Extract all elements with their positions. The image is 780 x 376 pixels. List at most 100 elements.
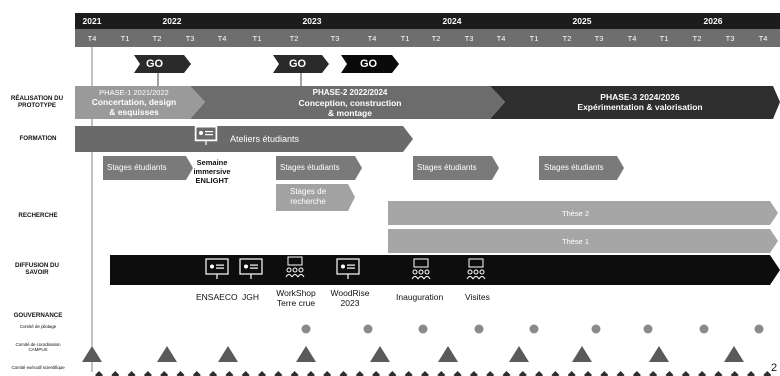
phase-2-label: PHASE-2 2022/2024 Conception, constructi… [270, 88, 430, 118]
diffusion-arrow [110, 255, 780, 285]
coordination-marker [509, 346, 529, 362]
semaine-line-3: ENLIGHT [195, 176, 229, 185]
scientifique-marker [632, 371, 641, 376]
formation-arrow [75, 126, 413, 152]
year-label: 2023 [302, 16, 322, 26]
scientifique-marker [372, 371, 381, 376]
event-jgh: JGH [242, 292, 259, 302]
event-visites: Visites [465, 292, 490, 302]
phase-1-arrow [75, 86, 205, 119]
scientifique-marker [649, 371, 658, 376]
quarter-label: T2 [289, 34, 299, 43]
stage-arrow-4 [539, 156, 624, 180]
scientifique-marker [518, 371, 527, 376]
presentation-icon [336, 258, 360, 279]
scientifique-marker [274, 371, 283, 376]
scientifique-marker [551, 371, 560, 376]
scientifique-marker [535, 371, 544, 376]
phase-2-line-2: & montage [328, 108, 372, 118]
quarter-label: T3 [330, 34, 340, 43]
scientifique-marker [388, 371, 397, 376]
quarter-label: T2 [431, 34, 441, 43]
scientifique-marker [469, 371, 478, 376]
pilotage-marker [363, 324, 373, 334]
stage-arrow-3 [413, 156, 499, 180]
event-workshop-line-2: Terre crue [276, 298, 316, 308]
audience-icon [411, 258, 431, 280]
row-label-coordination: Comité de coordination CAMPUS [15, 342, 61, 352]
quarter-label: T4 [496, 34, 506, 43]
scientifique-marker [306, 371, 315, 376]
phase-1-label: PHASE-1 2021/2022 Concertation, design &… [80, 88, 188, 117]
stage-recherche-arrow [276, 184, 355, 211]
coordination-marker [218, 346, 238, 362]
scientifique-marker [421, 371, 429, 376]
row-label-gouvernance: GOUVERNANCE [13, 312, 63, 319]
scientifique-marker [453, 371, 462, 376]
scientifique-marker [763, 371, 772, 376]
coordination-marker [82, 346, 102, 362]
scientifique-marker [111, 371, 120, 376]
semaine-immersive-label: Semaine immersive ENLIGHT [188, 158, 236, 185]
presentation-icon [194, 125, 218, 145]
scientifique-marker [486, 371, 495, 376]
scientifique-marker [502, 371, 511, 376]
go-label-3: GO [360, 58, 378, 70]
quarter-label: T4 [758, 34, 768, 43]
coordination-marker [572, 346, 592, 362]
scientifique-marker [143, 371, 152, 376]
phase-3-label: PHASE-3 2024/2026 Expérimentation & valo… [550, 92, 730, 112]
stage-label-2: Stages étudiants [280, 163, 340, 172]
coordination-marker [157, 346, 177, 362]
row-label-pilotage: Comité de pilotage [19, 324, 57, 329]
semaine-line-2: immersive [193, 167, 231, 176]
scientifique-marker [241, 371, 250, 376]
scientifique-marker [584, 371, 592, 376]
coordination-marker [370, 346, 390, 362]
year-bar [75, 13, 780, 29]
scientifique-marker [127, 371, 136, 376]
event-workshop: WorkShop Terre crue [272, 288, 320, 308]
go-arrow-2 [273, 55, 329, 73]
quarter-label: T4 [627, 34, 637, 43]
scientifique-marker [258, 371, 266, 376]
scientifique-markers [95, 371, 772, 376]
stage-arrow-1 [103, 156, 193, 180]
scientifique-marker [209, 371, 218, 376]
stage-arrow-2 [276, 156, 362, 180]
scientifique-marker [404, 371, 413, 376]
scientifique-marker [176, 371, 185, 376]
stages-recherche-line-2: recherche [290, 197, 326, 206]
row-label-prototype: RÉALISATION DU PROTOTYPE [10, 95, 64, 109]
these-2-arrow [388, 201, 778, 225]
scientifique-marker [747, 371, 755, 376]
quarter-label: T2 [562, 34, 572, 43]
event-workshop-line-1: WorkShop [276, 288, 316, 298]
go-arrow-1 [134, 55, 191, 73]
phase-2-line-1: Conception, construction [298, 98, 402, 108]
scientifique-marker [437, 371, 446, 376]
pilotage-markers [301, 324, 764, 334]
scientifique-marker [714, 371, 723, 376]
quarter-label: T4 [217, 34, 227, 43]
scientifique-marker [681, 371, 690, 376]
scientifique-marker [95, 371, 103, 376]
quarter-label: T3 [594, 34, 604, 43]
quarter-label: T3 [464, 34, 474, 43]
these-1-arrow [388, 229, 778, 253]
event-woodrise: WoodRise 2023 [326, 288, 374, 308]
page-number: 2 [771, 362, 778, 374]
row-label-formation: FORMATION [19, 135, 57, 142]
stage-label-3: Stages étudiants [417, 163, 477, 172]
phase-2-title: PHASE-2 2022/2024 [312, 88, 388, 97]
scientifique-marker [290, 371, 299, 376]
presentation-icon [239, 258, 263, 279]
quarter-label: T2 [692, 34, 702, 43]
coordination-marker [724, 346, 744, 362]
scientifique-marker [339, 371, 348, 376]
quarter-bar [75, 29, 780, 47]
quarter-label: T1 [529, 34, 539, 43]
row-label-recherche: RECHERCHE [18, 212, 58, 219]
stages-recherche-label: Stages de recherche [278, 187, 338, 207]
